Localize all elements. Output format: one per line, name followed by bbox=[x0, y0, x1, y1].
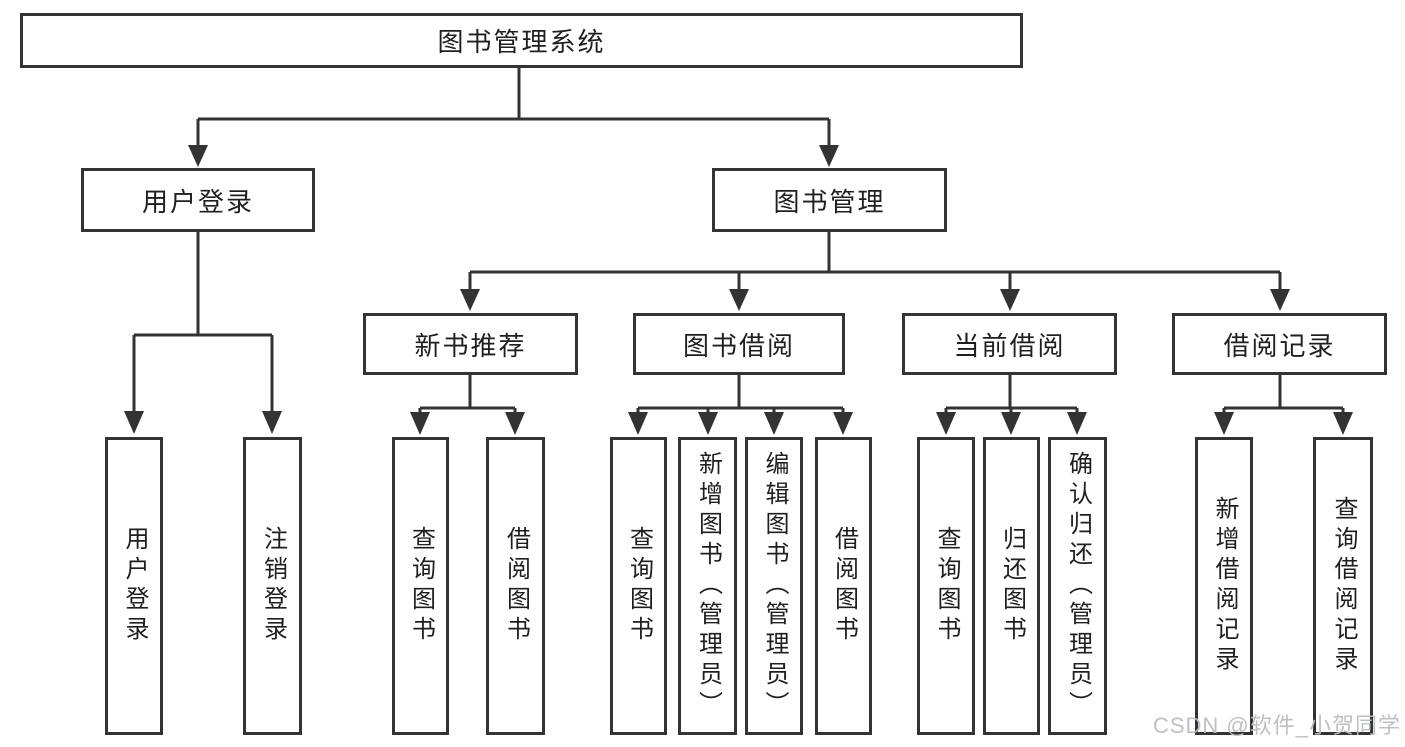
arrowhead-icon bbox=[1067, 412, 1087, 435]
leaf-records-add-record: 新增借阅记录 bbox=[1195, 437, 1253, 735]
node-book-management: 图书管理 bbox=[712, 168, 947, 232]
leaf-borrow-add-books-admin: 新增图书（管理员） bbox=[678, 437, 737, 735]
node-current-borrow: 当前借阅 bbox=[902, 313, 1117, 375]
node-new-book-recommend: 新书推荐 bbox=[363, 313, 578, 375]
leaf-user-login: 用户登录 bbox=[105, 437, 163, 735]
connector-line bbox=[418, 375, 517, 414]
leaf-records-query-record: 查询借阅记录 bbox=[1313, 437, 1373, 735]
node-label: 新书推荐 bbox=[414, 330, 527, 361]
connector-book-borrow-children bbox=[628, 375, 853, 435]
node-label: 确认归还（管理员） bbox=[1064, 451, 1092, 721]
connector-current-borrow-children bbox=[936, 375, 1087, 435]
node-borrow-records: 借阅记录 bbox=[1172, 313, 1387, 375]
arrowhead-icon bbox=[936, 412, 956, 435]
node-book-borrow: 图书借阅 bbox=[633, 313, 845, 375]
leaf-borrow-query-books: 查询图书 bbox=[610, 437, 667, 735]
arrowhead-icon bbox=[505, 412, 525, 435]
leaf-current-return-books: 归还图书 bbox=[983, 437, 1040, 735]
arrowhead-icon bbox=[698, 412, 718, 435]
arrowhead-icon bbox=[410, 412, 430, 435]
watermark: CSDN @软件_小贺同学 bbox=[1152, 713, 1401, 738]
arrowhead-icon bbox=[124, 411, 144, 434]
node-label: 图书管理系统 bbox=[437, 27, 606, 57]
connector-line bbox=[1222, 375, 1345, 414]
node-label: 归还图书 bbox=[998, 526, 1026, 646]
node-label: 图书管理 bbox=[773, 186, 886, 217]
arrowhead-icon bbox=[628, 412, 648, 435]
arrowhead-icon bbox=[833, 412, 853, 435]
node-label: 借阅记录 bbox=[1223, 330, 1336, 361]
node-label: 新增借阅记录 bbox=[1211, 496, 1238, 676]
leaf-borrow-borrow-books: 借阅图书 bbox=[815, 437, 872, 735]
arrowhead-icon bbox=[819, 145, 839, 167]
leaf-newbook-borrow-books: 借阅图书 bbox=[486, 437, 545, 735]
node-label: 借阅图书 bbox=[830, 526, 858, 646]
connector-borrow-records-children bbox=[1214, 375, 1353, 435]
connector-book-management-children bbox=[460, 232, 1290, 311]
arrowhead-icon bbox=[460, 289, 480, 311]
arrowhead-icon bbox=[1000, 289, 1020, 311]
leaf-current-confirm-return-admin: 确认归还（管理员） bbox=[1048, 437, 1107, 735]
connector-line bbox=[636, 375, 845, 414]
connector-user-login-children bbox=[124, 232, 282, 434]
leaf-logout: 注销登录 bbox=[243, 437, 302, 735]
leaf-newbook-query-books: 查询图书 bbox=[392, 437, 449, 735]
arrowhead-icon bbox=[764, 412, 784, 435]
connector-line bbox=[944, 375, 1079, 414]
connector-line bbox=[468, 232, 1282, 290]
arrowhead-icon bbox=[1333, 412, 1353, 435]
arrowhead-icon bbox=[262, 411, 282, 434]
connector-root-to-level2 bbox=[188, 68, 839, 167]
node-label: 注销登录 bbox=[259, 526, 287, 646]
node-label: 图书借阅 bbox=[682, 330, 795, 361]
connector-line bbox=[132, 232, 274, 412]
node-label: 借阅图书 bbox=[502, 526, 530, 646]
node-label: 编辑图书（管理员） bbox=[761, 451, 788, 721]
arrowhead-icon bbox=[729, 289, 749, 311]
node-label: 查询借阅记录 bbox=[1330, 496, 1357, 676]
connector-line bbox=[196, 68, 831, 146]
node-label: 查询图书 bbox=[625, 526, 653, 646]
node-root: 图书管理系统 bbox=[20, 13, 1023, 68]
node-label: 查询图书 bbox=[933, 526, 960, 646]
node-label: 查询图书 bbox=[407, 526, 435, 646]
arrowhead-icon bbox=[188, 145, 208, 167]
connector-new-book-children bbox=[410, 375, 525, 435]
leaf-borrow-edit-books-admin: 编辑图书（管理员） bbox=[745, 437, 803, 735]
node-label: 用户登录 bbox=[121, 526, 148, 646]
arrowhead-icon bbox=[1270, 289, 1290, 311]
arrowhead-icon bbox=[1001, 412, 1021, 435]
node-user-login: 用户登录 bbox=[81, 168, 315, 232]
node-label: 当前借阅 bbox=[953, 330, 1066, 361]
node-label: 新增图书（管理员） bbox=[694, 451, 722, 721]
arrowhead-icon bbox=[1214, 412, 1234, 435]
node-label: 用户登录 bbox=[141, 186, 254, 217]
leaf-current-query-books: 查询图书 bbox=[917, 437, 975, 735]
